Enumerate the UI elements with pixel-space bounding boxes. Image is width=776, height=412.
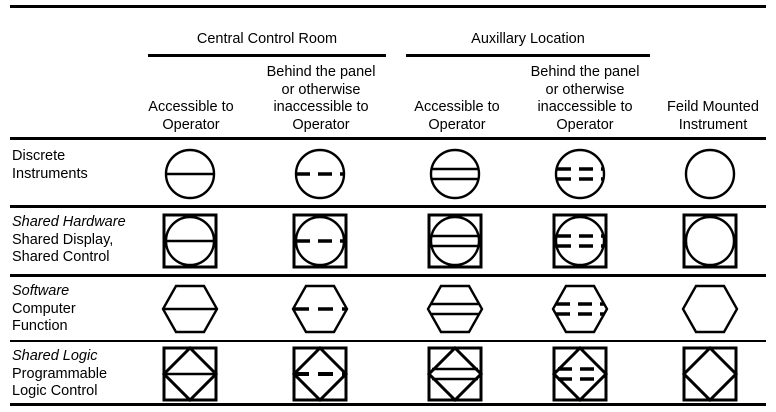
symbol-software-field-mounted — [670, 278, 750, 340]
symbol-shared-logic-ccr-accessible — [150, 343, 230, 405]
row-divider-2 — [10, 274, 766, 277]
row-label-line: Function — [12, 318, 68, 334]
row-label-emphasis: Shared Logic — [12, 348, 98, 364]
row-label-line: Discrete — [12, 148, 66, 164]
symbol-software-ccr-accessible — [150, 278, 230, 340]
symbol-discrete-ccr-accessible — [150, 143, 230, 205]
row-divider-3 — [10, 340, 766, 342]
group-rule-auxillary-location — [406, 54, 650, 57]
symbol-shared-logic-field-mounted — [670, 343, 750, 405]
symbol-shared-hardware-ccr-accessible — [150, 210, 230, 272]
symbol-shared-logic-aux-behind — [540, 343, 620, 405]
row-label-emphasis: Shared Hardware — [12, 214, 126, 230]
group-rule-central-control-room — [148, 54, 386, 57]
symbol-shared-hardware-ccr-behind — [280, 210, 360, 272]
group-header-central-control-room: Central Control Room — [196, 31, 338, 47]
row-label-discrete-instruments: Discrete Instruments — [12, 148, 152, 183]
header-rule — [10, 137, 766, 140]
table-top-rule — [10, 5, 766, 8]
symbol-discrete-aux-accessible — [415, 143, 495, 205]
group-header-auxillary-location: Auxillary Location — [471, 31, 585, 47]
symbol-shared-logic-ccr-behind — [280, 343, 360, 405]
row-label-shared-logic: Shared Logic Programmable Logic Control — [12, 348, 152, 401]
row-label-line: Instruments — [12, 165, 88, 182]
symbol-discrete-aux-behind — [540, 143, 620, 205]
symbol-shared-hardware-aux-accessible — [415, 210, 495, 272]
symbol-discrete-field-mounted — [670, 143, 750, 205]
symbol-shared-hardware-field-mounted — [670, 210, 750, 272]
row-label-line: Logic Control — [12, 383, 98, 399]
symbol-software-aux-accessible — [415, 278, 495, 340]
row-label-line: Shared Display, — [12, 231, 114, 248]
symbol-software-ccr-behind — [280, 278, 360, 340]
row-label-software-computer-function: Software Computer Function — [12, 283, 152, 336]
table-bottom-rule — [10, 403, 766, 406]
symbol-shared-logic-aux-accessible — [415, 343, 495, 405]
symbol-discrete-ccr-behind — [280, 143, 360, 205]
row-label-shared-hardware: Shared Hardware Shared Display, Shared C… — [12, 214, 152, 267]
row-label-line: Shared Control — [12, 249, 110, 265]
symbol-software-aux-behind — [540, 278, 620, 340]
symbol-shared-hardware-aux-behind — [540, 210, 620, 272]
row-label-line: Programmable — [12, 365, 108, 382]
row-label-line: Computer — [12, 300, 76, 317]
row-divider-1 — [10, 205, 766, 208]
row-label-emphasis: Software — [12, 283, 70, 299]
